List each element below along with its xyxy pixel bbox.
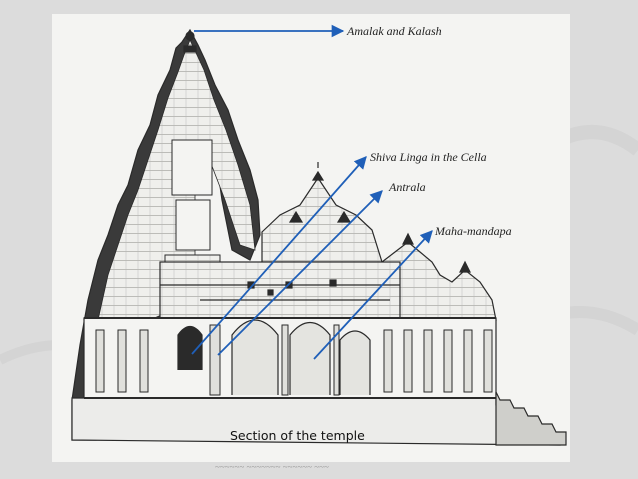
label-maha-mandapa: Maha-mandapa <box>435 224 512 238</box>
temple-section-drawing <box>71 28 567 446</box>
label-antrala: Antrala <box>389 180 426 194</box>
diagram-caption: Section of the temple <box>230 428 365 443</box>
faint-credit-text: ~~~~~~ ~~~~~~~ ~~~~~~ ~~~ <box>215 462 329 472</box>
label-amalak-and-kalash: Amalak and Kalash <box>347 24 442 38</box>
arrow-antrala <box>217 190 383 356</box>
label-shiva-linga: Shiva Linga in the Cella <box>370 150 487 164</box>
arrow-shiva-linga <box>191 156 367 355</box>
leader-arrows <box>191 24 433 360</box>
arrow-maha-mandapa <box>313 230 433 360</box>
